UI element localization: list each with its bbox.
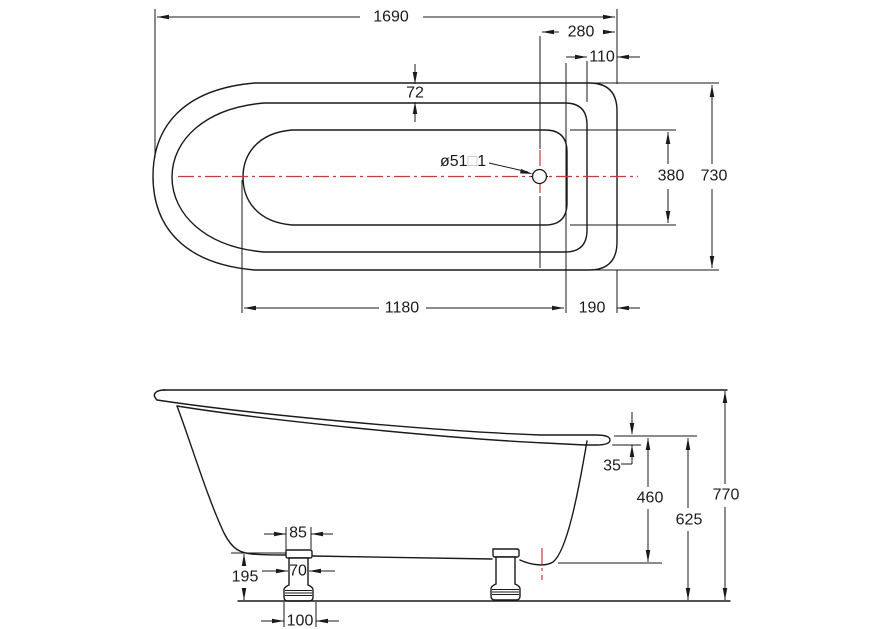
dim-190-label: 190 [579, 300, 606, 317]
dimension-arrowheads [157, 14, 728, 624]
arrowhead [603, 29, 615, 35]
arrowhead [665, 211, 671, 223]
arrowhead [311, 531, 323, 537]
plan-rim-contour [171, 102, 588, 253]
arrowhead [722, 588, 728, 600]
plan-inner-basin-contour [242, 129, 568, 226]
arrowhead [645, 438, 651, 450]
right-foot [490, 548, 521, 601]
drain-hole [531, 168, 548, 185]
arrowhead [603, 14, 615, 20]
side-rim-upper [156, 399, 611, 446]
side-view: 35 460 625 770 195 85 70 100 [153, 389, 740, 629]
drain-size-label: ø51□1 [440, 153, 486, 170]
side-extension-lines [231, 435, 697, 627]
dim-1180-label: 1180 [385, 300, 420, 317]
arrowhead [542, 29, 554, 35]
arrowhead [617, 305, 629, 311]
arrowhead [274, 531, 286, 537]
side-bottom-middle [311, 555, 493, 560]
arrowhead [272, 618, 284, 624]
arrowhead [617, 54, 629, 60]
side-bottom-left [251, 553, 286, 556]
arrowhead [685, 588, 691, 600]
side-nose [153, 389, 166, 401]
arrowhead [157, 14, 169, 20]
right-foot-rings [492, 589, 519, 595]
plan-outer-contour [152, 82, 618, 271]
plan-view: 1690 280 110 72 380 730 1180 190 ø51□1 [152, 9, 728, 317]
dim-110-label: 110 [589, 49, 615, 66]
plan-dimension-lines [157, 16, 713, 309]
arrowhead [412, 72, 418, 84]
side-rim-lower [176, 405, 586, 446]
right-foot-stem-base [490, 556, 521, 601]
dim-85-label: 85 [289, 525, 307, 542]
arrowhead [412, 102, 418, 114]
arrowhead [552, 305, 564, 311]
arrowhead [276, 568, 288, 574]
arrowhead [722, 391, 728, 403]
side-bottom-right-and-wall [519, 440, 588, 566]
arrowhead [241, 588, 247, 600]
arrowhead [629, 423, 635, 435]
arrowhead [685, 438, 691, 450]
dim-195-label: 195 [232, 569, 259, 586]
dim-770-label: 770 [713, 487, 740, 504]
plan-extension-lines [154, 9, 719, 313]
arrowhead [309, 568, 321, 574]
dim-625-label: 625 [676, 512, 703, 529]
right-foot-flange [492, 548, 520, 558]
arrowhead [629, 445, 635, 457]
dim-460-label: 460 [637, 490, 664, 507]
dim-100-label: 100 [287, 613, 314, 629]
arrowhead [645, 550, 651, 562]
arrowhead [709, 256, 715, 268]
left-foot-rings [285, 590, 312, 596]
dim-1690-label: 1690 [373, 9, 409, 26]
arrowhead [241, 554, 247, 566]
left-foot [283, 549, 314, 602]
side-tub-profile [153, 389, 728, 566]
arrowhead [244, 305, 256, 311]
dim-72-label: 72 [406, 85, 424, 102]
side-left-wall [176, 405, 253, 555]
arrowhead [709, 85, 715, 97]
dim-380-label: 380 [658, 168, 685, 185]
left-foot-flange [285, 549, 313, 559]
arrowhead [665, 132, 671, 144]
dim-730-label: 730 [701, 168, 728, 185]
dim-280-label: 280 [568, 24, 595, 41]
arrowhead [575, 54, 587, 60]
dim-35-label: 35 [603, 458, 621, 475]
arrowhead [316, 618, 328, 624]
dim-70-label: 70 [289, 563, 307, 580]
drain-leader-arrowhead [520, 169, 533, 174]
